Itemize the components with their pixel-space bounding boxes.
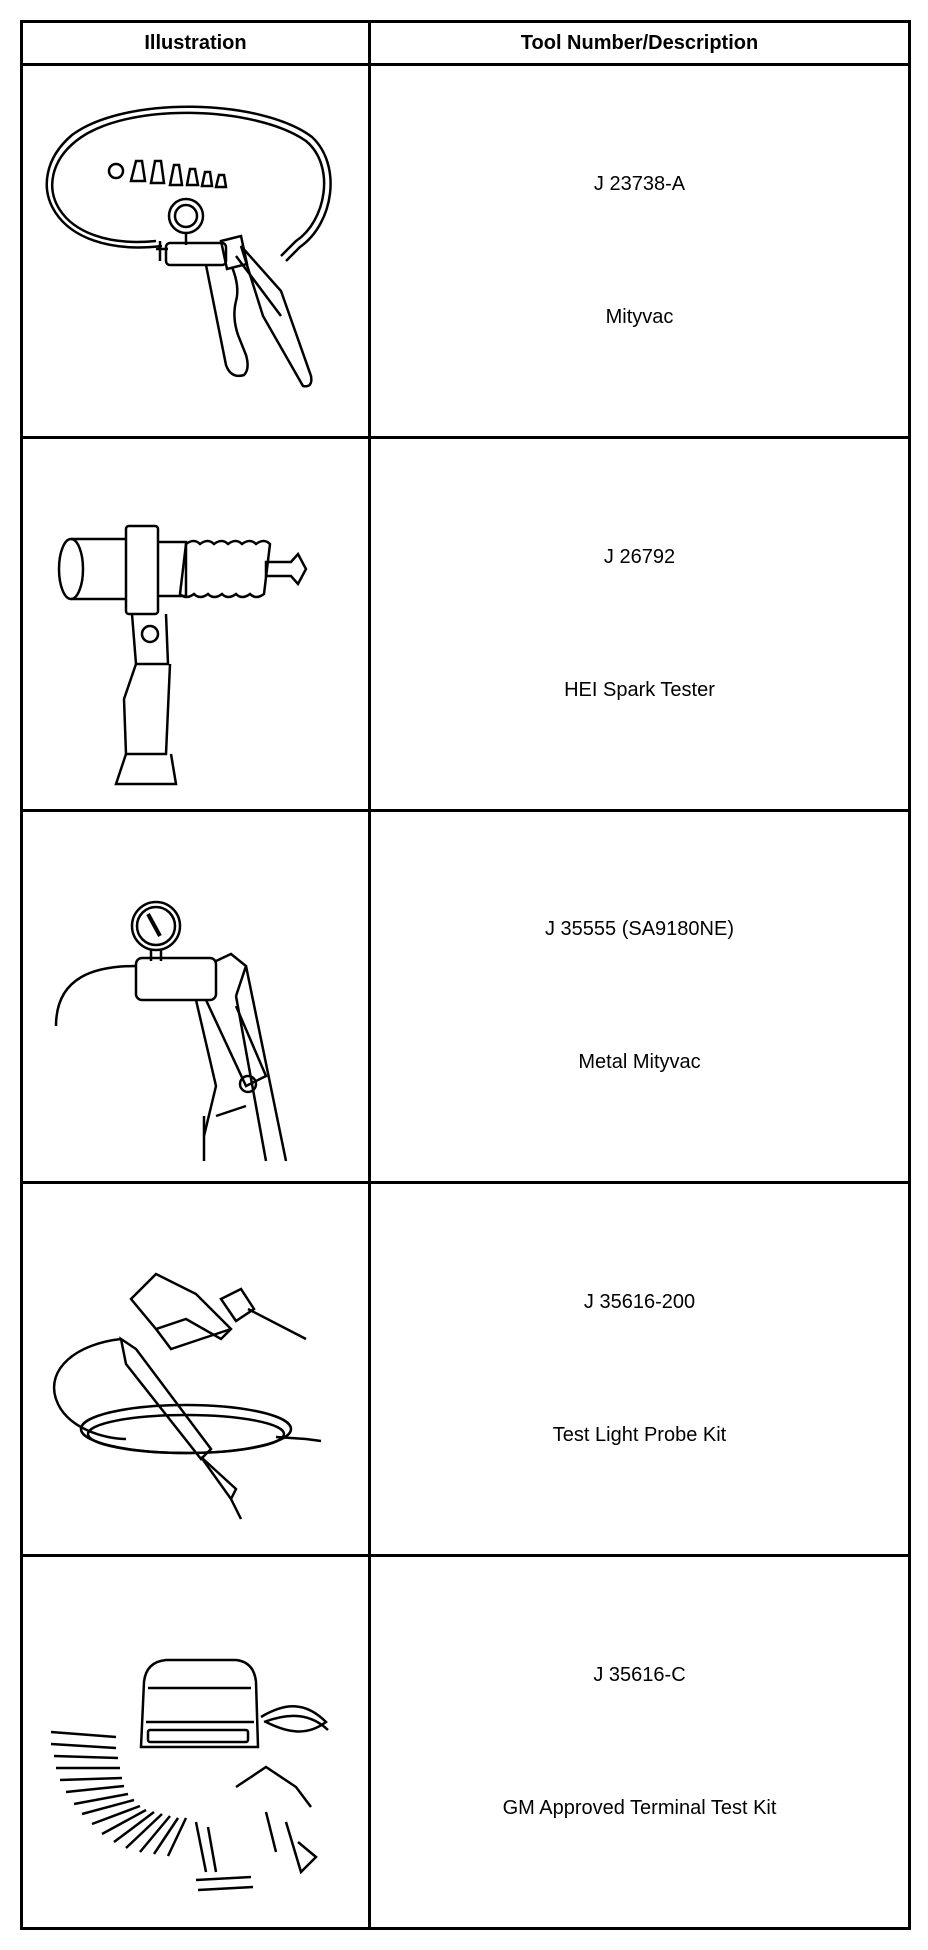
table-row: J 35616-C GM Approved Terminal Test Kit [20,1554,911,1930]
illustration-cell [20,63,371,439]
illustration-cell [20,435,371,812]
terminal-test-kit-icon [36,1572,356,1912]
tool-name: Test Light Probe Kit [552,1424,727,1447]
tool-number: J 35555 (SA9180NE) [544,918,734,941]
illustration-cell [20,808,371,1185]
table-row: J 35555 (SA9180NE) Metal Mityvac [20,808,911,1185]
tool-description-cell: J 26792 HEI Spark Tester [368,435,911,812]
tool-number: J 35616-C [593,1664,686,1687]
tool-name: Mityvac [605,305,674,328]
tools-table: Illustration Tool Number/Description [20,20,911,1930]
header-tool-description: Tool Number/Description [368,20,911,66]
tool-description-cell: J 35616-C GM Approved Terminal Test Kit [368,1554,911,1930]
tool-number: J 23738-A [593,172,686,195]
table-header-row: Illustration Tool Number/Description [20,20,911,66]
metal-vacuum-pump-icon [36,826,356,1166]
test-light-probe-icon [36,1199,356,1539]
table-row: J 26792 HEI Spark Tester [20,435,911,812]
tool-number: J 35616-200 [583,1291,696,1314]
tool-number: J 26792 [603,545,676,568]
tool-description-cell: J 35555 (SA9180NE) Metal Mityvac [368,808,911,1185]
table-row: J 23738-A Mityvac [20,63,911,439]
illustration-cell [20,1554,371,1930]
tool-name: GM Approved Terminal Test Kit [502,1797,777,1820]
table-row: J 35616-200 Test Light Probe Kit [20,1181,911,1558]
tool-description-cell: J 35616-200 Test Light Probe Kit [368,1181,911,1558]
tool-description-cell: J 23738-A Mityvac [368,63,911,439]
spark-tester-icon [36,454,356,794]
vacuum-pump-icon [36,81,356,421]
illustration-cell [20,1181,371,1558]
tool-name: HEI Spark Tester [564,678,715,701]
tool-name: Metal Mityvac [578,1051,701,1074]
header-illustration: Illustration [20,20,371,66]
